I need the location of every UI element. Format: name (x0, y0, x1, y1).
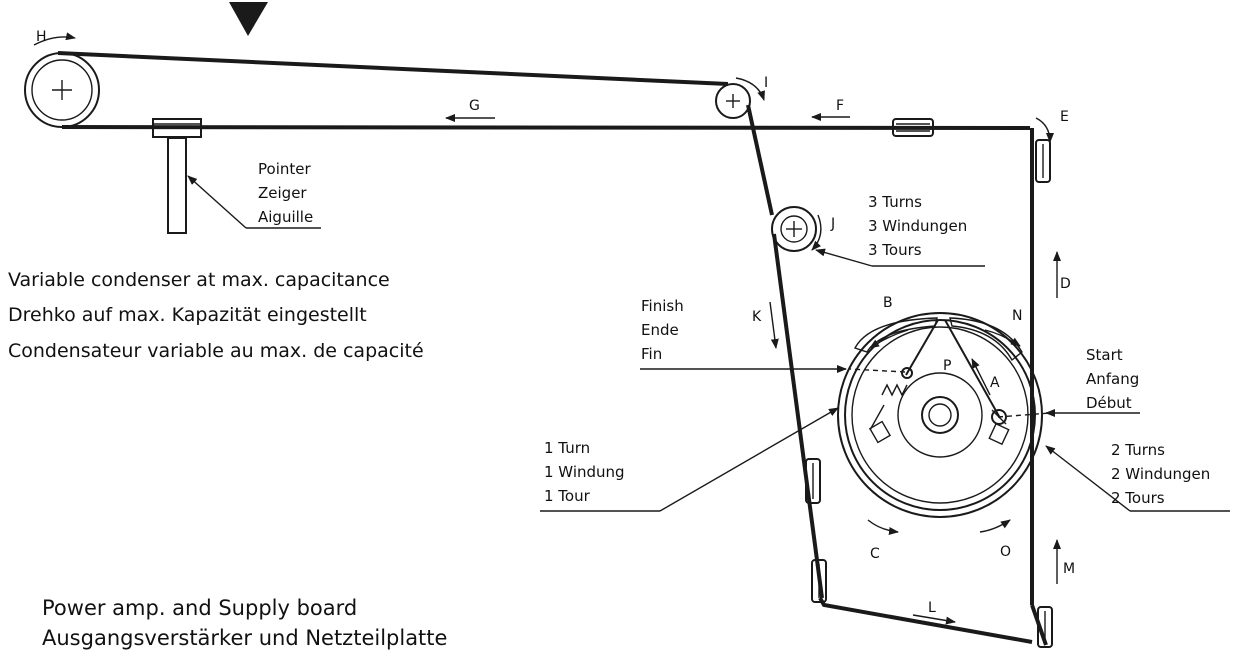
start-de: Anfang (1086, 370, 1139, 388)
label-b: B (883, 295, 893, 311)
cord-guide-right-top (1035, 139, 1051, 183)
two-turns-caption: 2 Turns 2 Windungen 2 Tours (1111, 441, 1210, 507)
power-board-en: Power amp. and Supply board (42, 596, 357, 620)
condenser-fr: Condensateur variable au max. de capacit… (8, 340, 424, 362)
three-turns-en: 3 Turns (868, 193, 922, 211)
pointer-en: Pointer (258, 160, 311, 178)
one-turn-de: 1 Windung (544, 463, 625, 481)
one-turn-fr: 1 Tour (544, 487, 591, 505)
three-turns-caption: 3 Turns 3 Windungen 3 Tours (868, 193, 967, 259)
start-en: Start (1086, 346, 1123, 364)
one-turn-en: 1 Turn (544, 439, 590, 457)
variable-condenser-caption: Variable condenser at max. capacitance D… (8, 269, 424, 362)
three-turns-fr: 3 Tours (868, 241, 922, 259)
two-turns-en: 2 Turns (1111, 441, 1165, 459)
position-marker-triangle (229, 2, 268, 36)
pointer-caption: Pointer Zeiger Aiguille (258, 160, 313, 226)
condenser-en: Variable condenser at max. capacitance (8, 269, 390, 291)
pointer-slider (152, 118, 202, 234)
cord-clip-top (892, 118, 934, 137)
pointer-de: Zeiger (258, 184, 307, 202)
start-caption: Start Anfang Début (1086, 346, 1139, 412)
pulley-i (715, 83, 751, 119)
label-h: H (36, 29, 47, 45)
label-a: A (990, 375, 1000, 391)
letter-labels: H I G F E J K D B N P A C O M L (36, 29, 1075, 616)
tuning-drum (837, 312, 1051, 518)
power-board-caption: Power amp. and Supply board Ausgangsvers… (42, 596, 447, 650)
label-d: D (1060, 276, 1071, 292)
condenser-de: Drehko auf max. Kapazität eingestellt (8, 304, 367, 326)
direction-arrows (33, 32, 1061, 625)
label-m: M (1063, 561, 1075, 577)
start-fr: Début (1086, 394, 1132, 412)
two-turns-de: 2 Windungen (1111, 465, 1210, 483)
two-turns-fr: 2 Tours (1111, 489, 1165, 507)
dial-cord (57, 51, 1048, 646)
label-i: I (764, 75, 768, 91)
label-c: C (870, 546, 880, 562)
label-o: O (1000, 544, 1011, 560)
leader-lines (187, 175, 1230, 512)
one-turn-caption: 1 Turn 1 Windung 1 Tour (544, 439, 625, 505)
label-f: F (836, 98, 844, 114)
pulley-j (771, 206, 817, 252)
label-n: N (1012, 308, 1022, 324)
cord-guide-left-bottom (811, 559, 827, 603)
finish-en: Finish (641, 297, 684, 315)
label-l: L (928, 600, 936, 616)
power-board-de: Ausgangsverstärker und Netzteilplatte (42, 626, 447, 650)
label-j: J (830, 216, 835, 232)
label-e: E (1060, 109, 1069, 125)
three-turns-de: 3 Windungen (868, 217, 967, 235)
left-pulley (24, 52, 100, 128)
finish-de: Ende (641, 321, 679, 339)
cord-guide-left-mid (805, 458, 821, 504)
label-k: K (752, 309, 762, 325)
label-p: P (943, 358, 951, 374)
label-g: G (469, 98, 480, 114)
finish-caption: Finish Ende Fin (641, 297, 684, 363)
pointer-fr: Aiguille (258, 208, 313, 226)
finish-fr: Fin (641, 345, 662, 363)
cord-guide-right-bottom (1037, 606, 1053, 648)
